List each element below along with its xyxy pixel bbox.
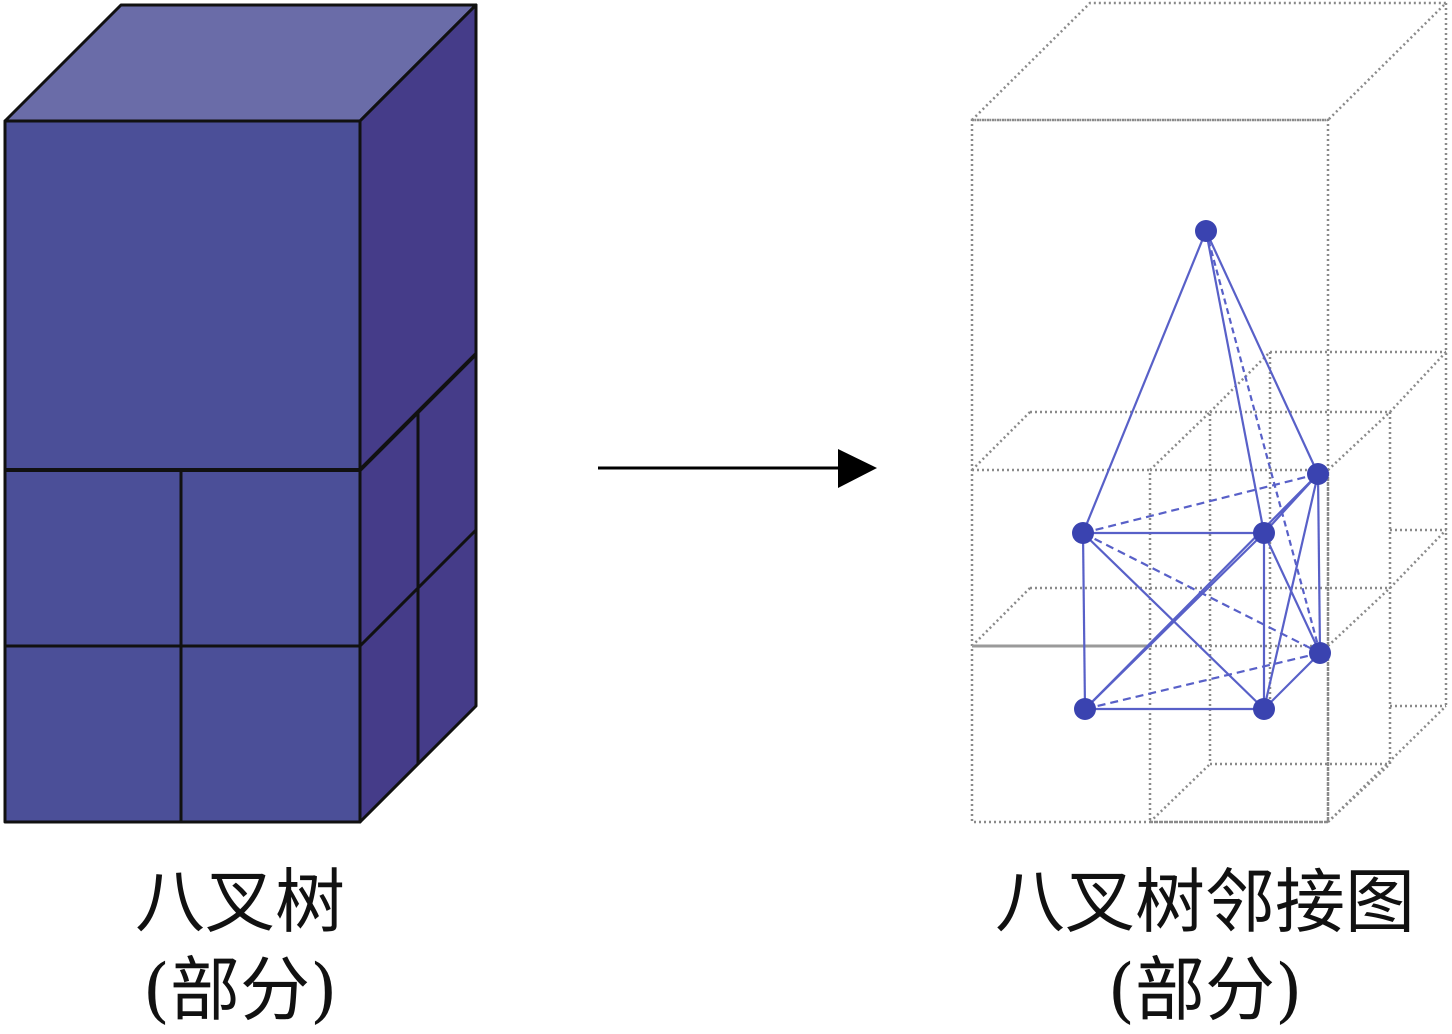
arrow-head [838, 449, 877, 488]
graph-node [1307, 463, 1329, 485]
octree-caption: 八叉树 (部分) [40, 858, 440, 1034]
graph-edge [1316, 473, 1322, 654]
graph-edge [1082, 532, 1321, 654]
wireframe-inner-link-c [1149, 763, 1211, 823]
adjacency-nodes [1072, 220, 1331, 720]
graph-edge [1204, 230, 1322, 654]
wireframe-inner-mid-side [1327, 587, 1391, 647]
graph-node [1253, 698, 1275, 720]
wireframe-inner-mid-side-b [1389, 529, 1447, 589]
wireframe-inner-back [1208, 410, 1392, 766]
transform-arrow [598, 449, 877, 488]
adjacency-caption-subtitle: (部分) [1107, 949, 1303, 1031]
graph-node [1072, 522, 1094, 544]
graph-node [1253, 522, 1275, 544]
wireframe-mid-right-plane [1209, 351, 1271, 413]
graph-edge [1205, 230, 1319, 475]
octree-caption-subtitle: (部分) [142, 949, 338, 1031]
octree-caption-title: 八叉树 [135, 861, 345, 943]
graph-node [1195, 220, 1217, 242]
wireframe-inner-link-a [1149, 411, 1211, 471]
wireframe-outer-top [968, 1, 1450, 122]
graph-node [1074, 698, 1096, 720]
graph-edge [1082, 472, 1319, 535]
wireframe-inner-link-d [1327, 763, 1391, 823]
graph-edge [1263, 652, 1321, 710]
wireframe-mid-left-diag [971, 411, 1031, 471]
adjacency-edges [1081, 230, 1322, 711]
graph-edge [1084, 473, 1319, 710]
graph-edge [1081, 230, 1208, 534]
graph-edge [1204, 230, 1266, 534]
octree-block [3, 3, 478, 824]
adjacency-caption: 八叉树邻接图 (部分) [960, 858, 1450, 1034]
graph-edge [1084, 651, 1321, 711]
wireframe-cells [968, 1, 1450, 824]
adjacency-caption-title: 八叉树邻接图 [995, 861, 1415, 943]
graph-edge [1263, 532, 1321, 654]
wireframe-mid-side-diag [1389, 351, 1447, 413]
wireframe-inner-link-b [1327, 411, 1391, 471]
graph-node [1309, 642, 1331, 664]
graph-edge [1081, 532, 1087, 710]
wireframe-low-left-diag [971, 587, 1031, 647]
